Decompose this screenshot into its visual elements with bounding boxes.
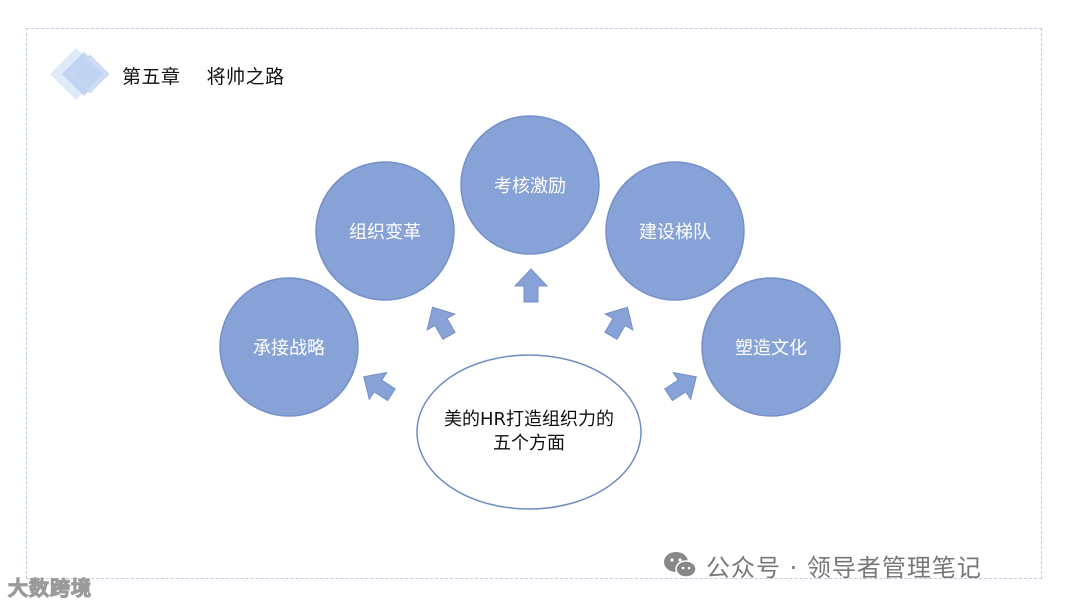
watermark-right: 公众号 · 领导者管理笔记 — [662, 545, 982, 585]
slide-frame — [26, 28, 1042, 579]
node-zuzhi-biange: 组织变革 — [315, 161, 455, 301]
node-label: 考核激励 — [494, 176, 566, 197]
node-label: 组织变革 — [349, 222, 421, 243]
wechat-icon — [664, 552, 697, 578]
node-chengjie-zhanlue: 承接战略 — [219, 277, 359, 417]
node-label: 塑造文化 — [735, 338, 807, 359]
center-label-line1: 美的HR打造组织力的 — [444, 409, 614, 430]
node-suzao-wenhua: 塑造文化 — [701, 277, 841, 417]
node-jianshe-tidui: 建设梯队 — [605, 161, 745, 301]
watermark-left: 大数跨境 — [8, 576, 92, 601]
node-label: 建设梯队 — [639, 222, 711, 243]
arrow-to-kaohe — [513, 268, 549, 303]
node-label: 承接战略 — [253, 338, 325, 359]
center-topic: 美的HR打造组织力的 五个方面 — [416, 354, 642, 510]
arrow-to-zuzhi — [426, 306, 457, 341]
diamond-logo-icon — [50, 48, 110, 100]
node-kaohe-jili: 考核激励 — [460, 115, 600, 255]
center-label-line2: 五个方面 — [493, 433, 565, 454]
arrow-to-suzao — [664, 371, 697, 402]
arrow-to-jianshe — [603, 306, 634, 341]
watermark-right-text: 公众号 · 领导者管理笔记 — [706, 553, 982, 582]
arrow-to-chengjie — [363, 371, 396, 402]
page-title: 第五章 将帅之路 — [122, 66, 285, 88]
